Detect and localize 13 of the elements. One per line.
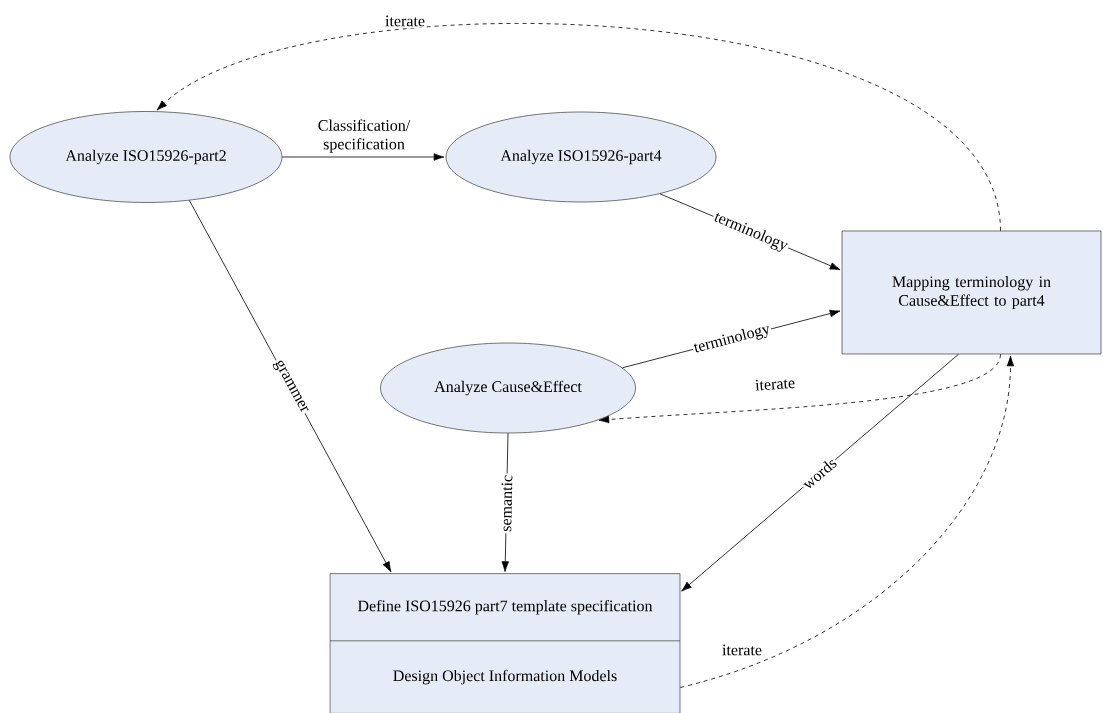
edge-label: iterate <box>383 14 427 28</box>
edge-label: semantic <box>499 473 514 534</box>
edge-label: terminology <box>690 320 774 358</box>
dashed-arrow <box>679 355 1015 688</box>
process-box: Mapping terminology in Cause&Effect to part4 <box>841 230 1102 355</box>
edge-label: iterate <box>753 375 797 393</box>
edge-label: Classification/ specification <box>318 119 411 153</box>
edge-label: iterate <box>720 643 764 657</box>
class-box: Define ISO15926 part7 template specification Design Object Information Models <box>329 573 681 713</box>
dashed-arrow <box>156 23 1001 232</box>
arrow <box>681 353 959 592</box>
dashed-arrow <box>598 353 1001 424</box>
arrow <box>281 153 445 161</box>
